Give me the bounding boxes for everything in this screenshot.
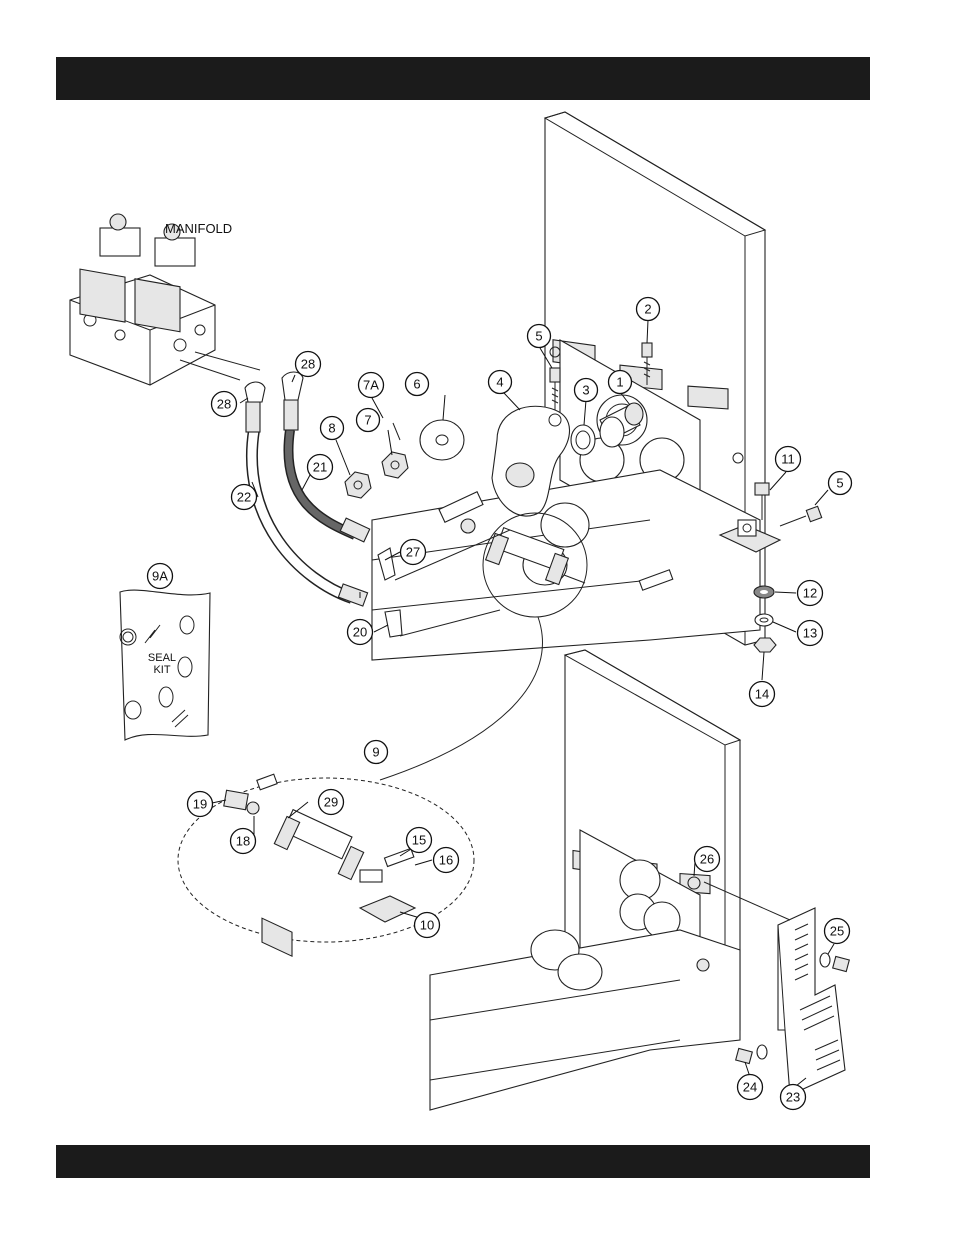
svg-text:4: 4 (496, 375, 503, 390)
callout-11: 11 (776, 447, 801, 472)
callout-1: 1 (609, 371, 632, 394)
washer-6 (420, 420, 464, 460)
svg-text:2: 2 (644, 302, 651, 317)
callout-26: 26 (695, 847, 720, 872)
callout-5-right: 5 (829, 472, 852, 495)
bolt-25 (820, 953, 849, 972)
svg-text:28: 28 (217, 397, 231, 412)
svg-text:12: 12 (803, 586, 817, 601)
callout-12: 12 (798, 581, 823, 606)
callout-16: 16 (434, 848, 459, 873)
svg-text:18: 18 (236, 834, 250, 849)
callout-3: 3 (575, 379, 598, 402)
callout-21: 21 (308, 455, 333, 480)
svg-text:9A: 9A (152, 569, 168, 584)
svg-text:8: 8 (328, 421, 335, 436)
bolt-24 (736, 1045, 767, 1064)
svg-text:11: 11 (781, 452, 795, 467)
hose-22 (252, 430, 352, 598)
manifold-label: MANIFOLD (165, 221, 232, 236)
svg-text:20: 20 (353, 625, 367, 640)
svg-text:26: 26 (700, 852, 714, 867)
callout-27: 27 (401, 540, 426, 565)
callout-4: 4 (489, 371, 512, 394)
svg-text:1: 1 (616, 375, 623, 390)
callout-22: 22 (232, 485, 257, 510)
callout-20: 20 (348, 620, 373, 645)
nut-8 (345, 472, 371, 498)
svg-text:14: 14 (755, 687, 769, 702)
svg-text:6: 6 (413, 377, 420, 392)
seal-kit-label-line1: SEAL (148, 652, 176, 664)
callout-29: 29 (319, 790, 344, 815)
svg-text:5: 5 (535, 329, 542, 344)
callout-9: 9 (365, 741, 388, 764)
svg-text:27: 27 (406, 545, 420, 560)
nut-7 (382, 452, 408, 478)
svg-text:25: 25 (830, 924, 844, 939)
callout-2: 2 (637, 298, 660, 321)
svg-text:19: 19 (193, 797, 207, 812)
callout-9a: 9A (148, 564, 173, 589)
callout-6: 6 (406, 373, 429, 396)
lower-frame-plate (430, 650, 740, 1110)
seal-kit-label-line2: KIT (153, 664, 170, 676)
callout-7a: 7A (359, 373, 384, 398)
callout-14: 14 (750, 682, 775, 707)
svg-text:22: 22 (237, 490, 251, 505)
callout-15: 15 (407, 828, 432, 853)
bolt-5-right (780, 506, 822, 526)
svg-text:15: 15 (412, 833, 426, 848)
callout-8: 8 (321, 417, 344, 440)
callout-25: 25 (825, 919, 850, 944)
svg-text:23: 23 (786, 1090, 800, 1105)
manifold (70, 214, 260, 385)
callout-5-upper: 5 (528, 325, 551, 348)
svg-text:7: 7 (364, 413, 371, 428)
svg-text:10: 10 (420, 918, 434, 933)
svg-text:3: 3 (582, 383, 589, 398)
svg-text:28: 28 (301, 357, 315, 372)
svg-text:9: 9 (372, 745, 379, 760)
upper-frame-plate (372, 112, 765, 660)
washer-13 (755, 614, 773, 626)
callout-13: 13 (798, 621, 823, 646)
svg-text:5: 5 (836, 476, 843, 491)
callout-24: 24 (738, 1075, 763, 1100)
callout-28-left: 28 (212, 392, 237, 417)
svg-text:21: 21 (313, 460, 327, 475)
svg-text:24: 24 (743, 1080, 757, 1095)
callout-28-upper: 28 (296, 352, 321, 377)
callout-23: 23 (781, 1085, 806, 1110)
svg-text:7A: 7A (363, 378, 379, 393)
callout-7: 7 (357, 409, 380, 432)
callout-19: 19 (188, 792, 213, 817)
callout-18: 18 (231, 829, 256, 854)
svg-text:16: 16 (439, 853, 453, 868)
callout-10: 10 (415, 913, 440, 938)
svg-text:13: 13 (803, 626, 817, 641)
svg-text:29: 29 (324, 795, 338, 810)
ring-3 (571, 425, 595, 455)
washer-12 (754, 586, 774, 598)
